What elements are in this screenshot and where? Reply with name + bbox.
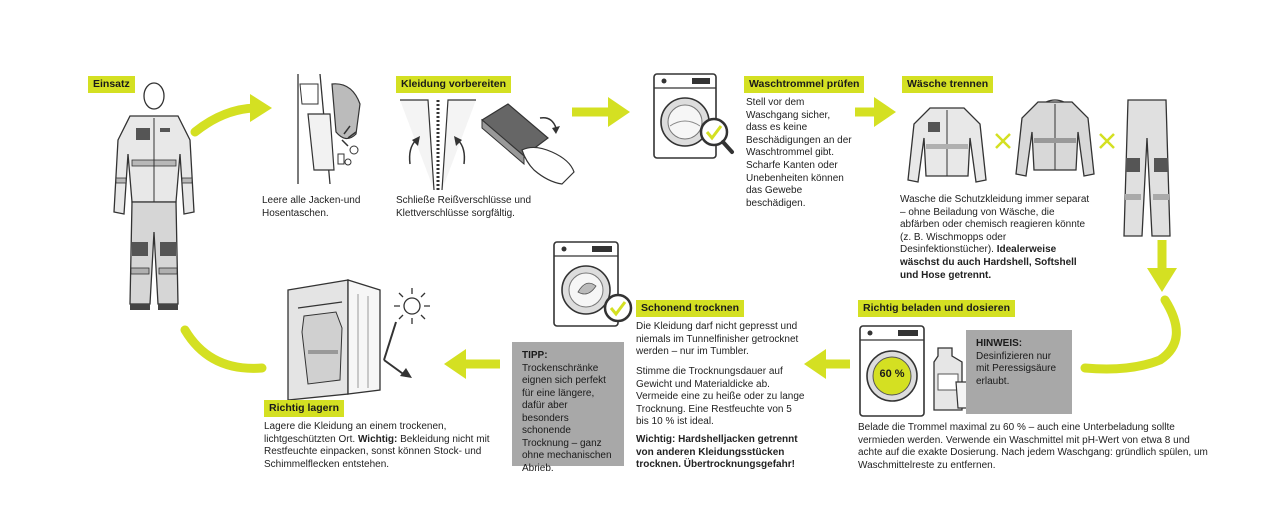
step-text-trennen-body: Wasche die Schutzkleidung immer separat … bbox=[900, 194, 1090, 256]
step-text-lagern-body2: Bekleidung nicht mit Restfeuchte einpack… bbox=[264, 433, 490, 470]
locker-icon bbox=[287, 279, 381, 401]
washing-machine-drying-icon bbox=[553, 241, 633, 327]
washing-machine-check-icon bbox=[653, 73, 734, 159]
step-label-trennen: Wäsche trennen bbox=[902, 76, 994, 93]
step-text-trennen: Wasche die Schutzkleidung immer separat … bbox=[900, 194, 1096, 282]
load-percent-label: 60 % bbox=[879, 368, 905, 380]
trousers-icon bbox=[1123, 99, 1171, 237]
step-text-lagern: Lagere die Kleidung an einem trockenen, … bbox=[264, 421, 500, 471]
emptying-pockets-icon bbox=[297, 73, 361, 185]
step-text-trennen-bold: Idealerweise wäschst du auch Hardshell, … bbox=[900, 244, 1077, 281]
velcro-hand-icon bbox=[480, 103, 575, 185]
hinweis-head: HINWEIS: bbox=[976, 338, 1023, 349]
detergent-icon bbox=[933, 347, 963, 411]
step-text-beladen: Belade die Trommel maximal zu 60 % – auc… bbox=[858, 422, 1208, 471]
softshell-icon bbox=[1015, 99, 1095, 177]
step-label-vorbereiten: Kleidung vorbereiten bbox=[396, 76, 512, 93]
step-label-einsatz: Einsatz bbox=[88, 76, 135, 93]
worker-suit-icon bbox=[113, 82, 195, 310]
step-text-trocknen-p2: Stimme die Trocknungsdauer auf Gewicht u… bbox=[636, 366, 805, 428]
step-text-taschen: Leere alle Jacken-und Hosentaschen. bbox=[262, 195, 361, 219]
sun-icon bbox=[394, 288, 430, 324]
hinweis-box: HINWEIS: Desinfizieren nur mit Peressigs… bbox=[966, 330, 1072, 414]
cross-icon bbox=[1099, 133, 1115, 149]
washing-machine-60-icon bbox=[859, 325, 925, 417]
zipper-icon bbox=[400, 99, 476, 191]
step-label-beladen: Richtig beladen und dosieren bbox=[858, 300, 1016, 317]
tipp-box: TIPP: Trockenschränke eignen sich perfek… bbox=[512, 342, 624, 474]
arrow-icon bbox=[383, 321, 412, 378]
step-label-trocknen: Schonend trocknen bbox=[636, 300, 745, 317]
step-text-trocknen-bold: Wichtig: Hardshelljacken getrennt von an… bbox=[636, 434, 798, 471]
cross-icon bbox=[995, 133, 1011, 149]
step-text-lagern-bold: Wichtig: bbox=[357, 433, 398, 445]
tipp-text: Trockenschränke eignen sich perfekt für … bbox=[522, 362, 612, 474]
step-text-trocknen-p1: Die Kleidung darf nicht gepresst und nie… bbox=[636, 321, 799, 358]
step-text-vorbereiten: Schließe Reißverschlüsse und Klettversch… bbox=[396, 195, 532, 219]
step-text-pruefen: Stell vor dem Waschgang sicher, dass es … bbox=[746, 97, 852, 209]
hinweis-text: Desinfizieren nur mit Peressigsäure erla… bbox=[976, 350, 1057, 387]
jacket-icon bbox=[907, 107, 987, 183]
step-label-lagern: Richtig lagern bbox=[264, 400, 345, 417]
step-label-pruefen: Waschtrommel prüfen bbox=[744, 76, 865, 93]
step-text-lagern-body: Lagere die Kleidung an einem trockenen, … bbox=[264, 421, 447, 445]
tipp-head: TIPP: bbox=[522, 350, 548, 361]
